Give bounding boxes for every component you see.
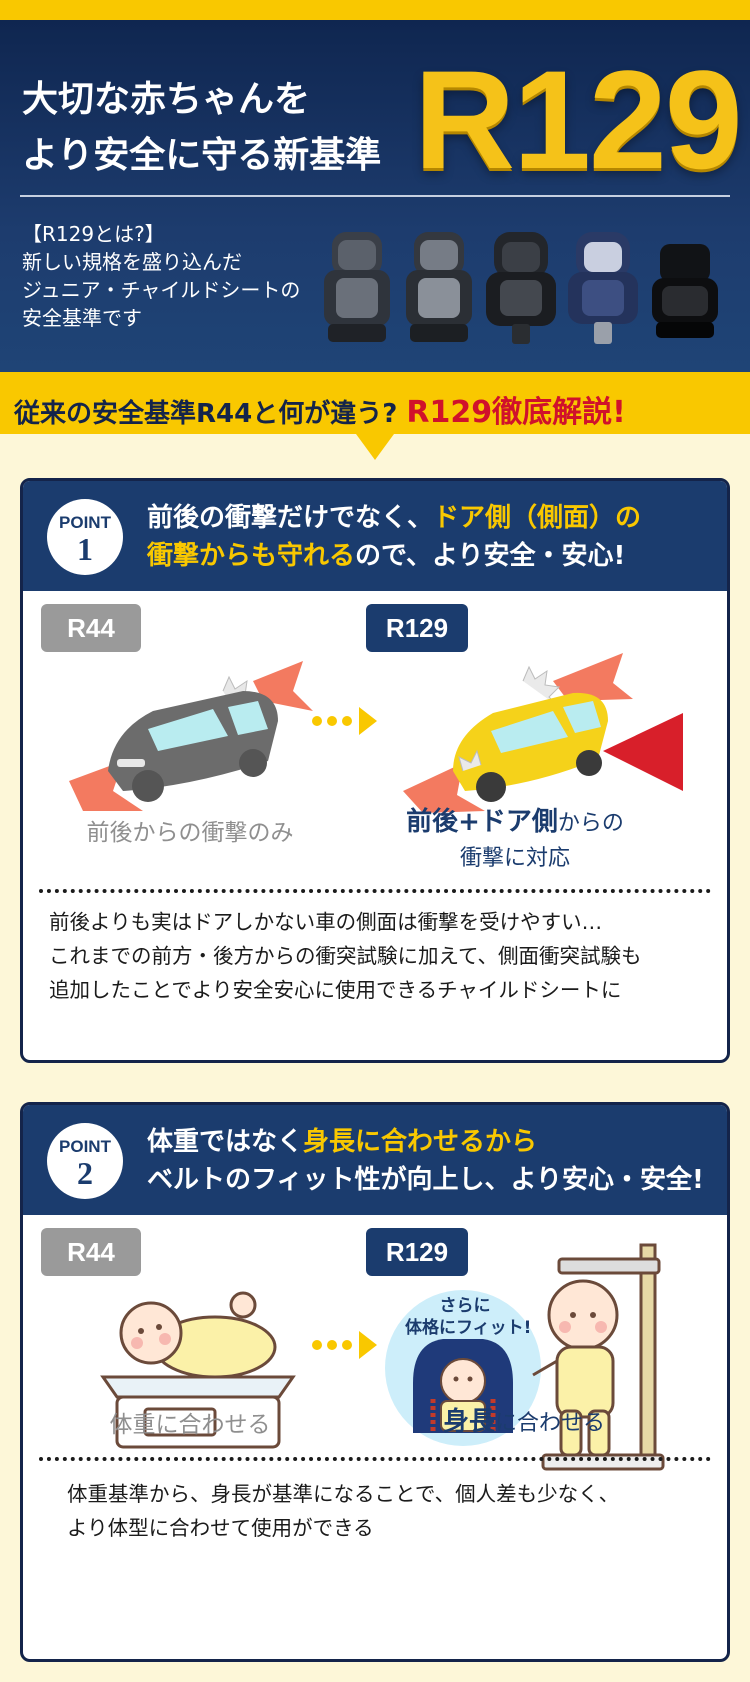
child-seat-image: [486, 232, 556, 344]
point2-badge: POINT 2: [47, 1123, 123, 1199]
point2-card: POINT 2 体重ではなく身長に合わせるから ベルトのフィット性が向上し、より…: [20, 1102, 730, 1662]
banner-pointer-arrow: [356, 434, 394, 460]
point-label: POINT: [59, 513, 111, 532]
point1-head-d: ので、より安全・安心!: [355, 541, 626, 571]
caption-by-height: 身長に合わせる: [409, 1401, 639, 1438]
hero-title-line2: より安全に守る新基準: [22, 135, 382, 176]
point-label: POINT: [59, 1137, 111, 1156]
tag-r129: R129: [366, 604, 468, 652]
caption-new-bold: 前後+ドア側: [406, 807, 558, 837]
hero-divider: [20, 195, 730, 197]
point1-head-c: 衝撃からも守れる: [147, 541, 356, 571]
caption-front-rear-door: 前後+ドア側からの 衝撃に対応: [395, 801, 635, 872]
tag-r44: R44: [41, 1228, 141, 1276]
point1-header: POINT 1 前後の衝撃だけでなく、ドア側（側面）の 衝撃からも守れるので、よ…: [23, 481, 727, 591]
car-front-rear-impact-illustration: [69, 661, 313, 811]
hero-desc-line3: ジュニア・チャイルドシートの: [22, 278, 301, 302]
point2-body-line2: より体型に合わせて使用ができる: [67, 1516, 374, 1540]
point1-body-line1: 前後よりも実はドアしかない車の側面は衝撃を受けやすい…: [49, 910, 603, 934]
point1-head-b: ドア側（側面）の: [433, 503, 642, 533]
banner-accent: R129徹底解説!: [406, 395, 626, 430]
child-seat-image: [568, 232, 638, 344]
caption-new-rest: からの: [557, 811, 624, 836]
bubble-line2: 体格にフィット!: [405, 1318, 532, 1338]
child-seat-image: [324, 232, 390, 342]
caption-by-weight: 体重に合わせる: [109, 1412, 271, 1438]
car-side-impact-illustration: [403, 653, 683, 813]
arrow-right-icon: [312, 707, 377, 735]
hero-desc-line4: 安全基準です: [22, 306, 142, 330]
hero-description: 【R129とは?】 新しい規格を盛り込んだ ジュニア・チャイルドシートの 安全基…: [22, 220, 300, 332]
point-number: 1: [77, 531, 93, 567]
child-seat-image: [652, 244, 718, 338]
point-number: 2: [77, 1155, 93, 1191]
dotted-divider: [39, 1457, 711, 1461]
hero-desc-line2: 新しい規格を盛り込んだ: [22, 250, 242, 274]
point2-body-line1: 体重基準から、身長が基準になることで、個人差も少なく、: [67, 1482, 620, 1506]
baby-height-meter-illustration: [532, 1243, 665, 1471]
child-seat-lineup: [318, 230, 738, 348]
dotted-divider: [39, 889, 711, 893]
banner-text: 従来の安全基準R44と何が違う? R129徹底解説!: [14, 387, 626, 431]
point2-head-a: 体重ではなく: [147, 1127, 304, 1157]
hero-desc-line1: 【R129とは?】: [22, 222, 165, 246]
caption-new-line2: 衝撃に対応: [459, 846, 570, 871]
point1-card: POINT 1 前後の衝撃だけでなく、ドア側（側面）の 衝撃からも守れるので、よ…: [20, 478, 730, 1063]
caption-front-rear-only: 前後からの衝撃のみ: [86, 820, 294, 846]
tag-r129: R129: [366, 1228, 468, 1276]
point1-body: 前後よりも実はドアしかない車の側面は衝撃を受けやすい… これまでの前方・後方から…: [49, 905, 641, 1007]
point2-headline: 体重ではなく身長に合わせるから ベルトのフィット性が向上し、より安心・安全!: [147, 1123, 704, 1199]
top-accent-bar: [0, 0, 750, 20]
caption-height-rest: に合わせる: [495, 1411, 606, 1436]
fit-bubble-text: さらに 体格にフィット!: [405, 1295, 532, 1339]
hero-standard-code: R129: [414, 41, 743, 198]
caption-height-bold: 身長: [442, 1407, 495, 1437]
point1-badge: POINT 1: [47, 499, 123, 575]
point2-head-c: ベルトのフィット性が向上し、より安心・安全!: [147, 1165, 704, 1195]
tag-r44: R44: [41, 604, 141, 652]
comparison-banner: 従来の安全基準R44と何が違う? R129徹底解説!: [0, 372, 750, 434]
arrow-right-icon: [312, 1331, 377, 1359]
banner-question: 従来の安全基準R44と何が違う?: [14, 399, 398, 429]
bubble-line1: さらに: [439, 1296, 491, 1316]
point1-body-line2: これまでの前方・後方からの衝突試験に加えて、側面衝突試験も: [49, 944, 642, 968]
child-seat-image: [406, 232, 472, 342]
point1-headline: 前後の衝撃だけでなく、ドア側（側面）の 衝撃からも守れるので、より安全・安心!: [147, 499, 641, 575]
point2-body: 体重基準から、身長が基準になることで、個人差も少なく、 より体型に合わせて使用が…: [67, 1477, 619, 1545]
point2-header: POINT 2 体重ではなく身長に合わせるから ベルトのフィット性が向上し、より…: [23, 1105, 727, 1215]
hero-section: 大切な赤ちゃんを より安全に守る新基準 R129 【R129とは?】 新しい規格…: [0, 20, 750, 372]
point1-body-line3: 追加したことでより安全安心に使用できるチャイルドシートに: [49, 978, 622, 1002]
point2-head-b: 身長に合わせるから: [303, 1127, 538, 1157]
point1-head-a: 前後の衝撃だけでなく、: [147, 503, 434, 533]
baby-on-scale-illustration: [100, 1291, 296, 1449]
hero-title: 大切な赤ちゃんを より安全に守る新基準: [22, 72, 381, 184]
fit-bubble-illustration: [385, 1290, 541, 1446]
hero-title-line1: 大切な赤ちゃんを: [22, 79, 311, 120]
